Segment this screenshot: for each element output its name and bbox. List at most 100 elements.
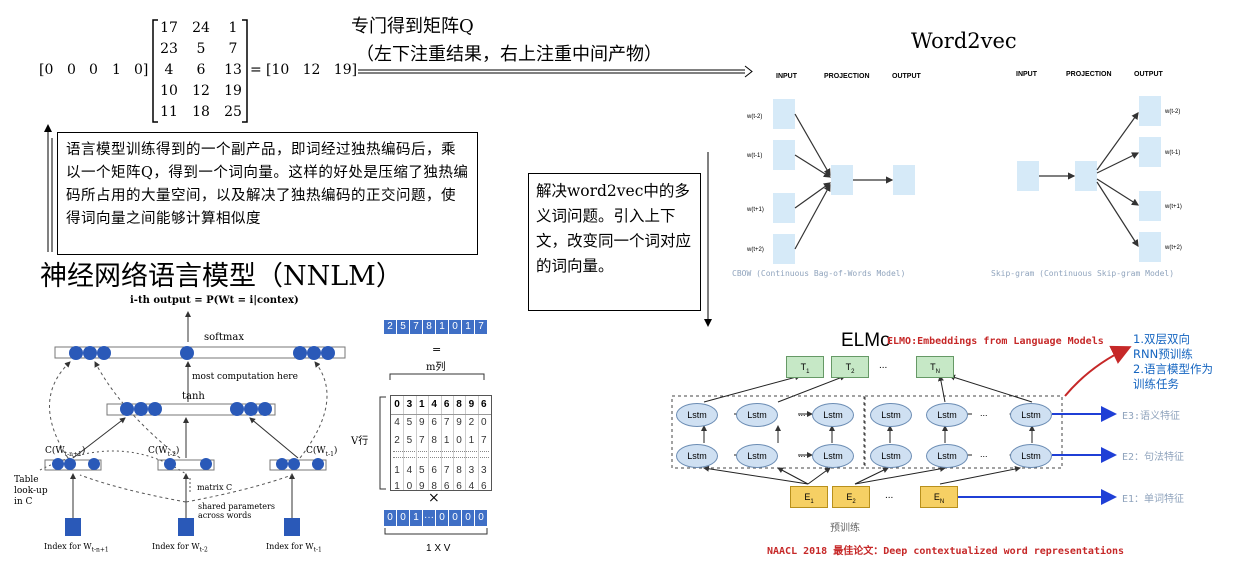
cbow-header-input: INPUT [776, 73, 797, 80]
matrix-row-cell: 4 [468, 481, 475, 492]
cbow-header-projection: PROJECTION [824, 73, 870, 80]
matrix-row-cell: 1 [394, 465, 400, 476]
c-node [64, 458, 76, 470]
one-hot-vector-3: 1 [112, 62, 121, 78]
matrix-grid-line [428, 396, 430, 490]
v-bracket [379, 396, 386, 490]
arrow-label-title: 专门得到矩阵Q [351, 16, 474, 37]
sg-output-box [1139, 96, 1161, 126]
top-vector-cell: 8 [422, 319, 436, 335]
matrix-header-cell: 9 [468, 399, 475, 410]
sg-output-label: w(t+2) [1165, 245, 1182, 251]
matrix-row-cell: 9 [419, 481, 425, 492]
matrix-row-cell: 4 [406, 465, 413, 476]
c-label-3: C(Wt-1) [306, 446, 338, 458]
index-label-3: Index for Wt-1 [266, 542, 322, 554]
sg-output-box [1139, 232, 1161, 262]
m-bracket [389, 373, 485, 380]
cbow-input-box [773, 140, 795, 170]
matrix-header-cell: 8 [456, 399, 462, 410]
word2vec-diagram: INPUT PROJECTION OUTPUT INPUT PROJECTION… [730, 65, 1210, 285]
one-hot-vector-0: [0 [39, 62, 54, 78]
matrix-row-cell: 1 [468, 435, 475, 446]
elmo-right-notes: 1.双层双向 RNN预训练 2.语言模型作为 训练任务 [1133, 332, 1213, 391]
word2vec-note-text: 解决word2vec中的多义词问题。引入上下文，改变同一个词对应的词向量。 [536, 182, 692, 275]
most-computation-label: most computation here [192, 372, 298, 382]
matrix-cell: 18 [192, 104, 210, 120]
matrix-cell: 13 [224, 62, 242, 78]
top-vector-cell: 1 [461, 319, 475, 335]
matrix-grid-line [465, 396, 467, 490]
lstm-forward-bottom: Lstm [676, 444, 718, 468]
tanh-node [244, 402, 258, 416]
bottom-bracket [384, 528, 488, 535]
cbow-input-label: w(t+2) [747, 247, 764, 253]
matrix-header-cell: 6 [443, 399, 450, 410]
lstm-backward-bottom: Lstm [1010, 444, 1052, 468]
bottom-vector-cell: 0 [396, 509, 410, 527]
c-node [88, 458, 100, 470]
nnlm-lines [39, 311, 346, 536]
lstm-dots: ... [980, 408, 988, 418]
tanh-node [148, 402, 162, 416]
lstm-backward-top: Lstm [926, 403, 968, 427]
matrix-row-cell: 8 [431, 481, 437, 492]
matrix-cell: 25 [224, 104, 242, 120]
nnlm-diagram: i-th output = P(Wt = i|contex) [0, 290, 380, 567]
nnlm-title: 神经网络语言模型（NNLM） [40, 261, 403, 292]
top-vector-cell: 5 [396, 319, 410, 335]
cbow-header-output: OUTPUT [892, 73, 921, 80]
matrix-row-cell: 5 [406, 435, 413, 446]
matrix-row-cell: 2 [468, 417, 475, 428]
matrix-row-cell: 7 [443, 465, 450, 476]
sg-header-projection: PROJECTION [1066, 71, 1112, 78]
sg-projection-box [1075, 161, 1097, 191]
matrix-row-cell: 5 [406, 417, 413, 428]
feature-e2: E2：句法特征 [1122, 452, 1185, 463]
top-vector-cell: 1 [435, 319, 449, 335]
cbow-input-box [773, 234, 795, 264]
top-vector-cell: 7 [474, 319, 488, 335]
sg-output-box [1139, 191, 1161, 221]
cbow-projection-box [831, 165, 853, 195]
elmo-e1: E1 [790, 486, 828, 508]
elmo-footer: NAACL 2018 最佳论文：Deep contextualized word… [767, 546, 1125, 557]
matrix-cell: 12 [192, 83, 210, 99]
softmax-label: softmax [204, 332, 244, 343]
matrix-row-cell: 6 [456, 481, 462, 492]
output-formula: i-th output = P(Wt = i|contex) [130, 295, 299, 306]
bottom-vector-cell: 0 [461, 509, 475, 527]
top-vector-cell: 0 [448, 319, 462, 335]
matrix-grid-line [440, 396, 442, 490]
matrix-cell: 17 [160, 20, 178, 36]
softmax-node [97, 346, 111, 360]
word2vec-note-box: 解决word2vec中的多义词问题。引入上下文，改变同一个词对应的词向量。 [528, 173, 701, 311]
matrix-row-cell: 1 [443, 435, 450, 446]
elmo-tn: TN [916, 356, 954, 378]
m-label: m列 [426, 362, 446, 373]
bottom-vector-cell: 0 [383, 509, 397, 527]
matrix-header-cell: 0 [394, 399, 400, 410]
lstm-dots: ... [980, 449, 988, 459]
c-label-2: C(Wt-2) [148, 446, 180, 458]
cbow-caption: CBOW (Continuous Bag-of-Words Model) [732, 269, 906, 278]
matrix-row-cell: 0 [406, 481, 413, 492]
one-hot-vector-4: 0] [134, 62, 149, 78]
elmo-en: EN [920, 486, 958, 508]
matrix-row-cell: 0 [481, 417, 487, 428]
matrix-cell: 1 [228, 20, 238, 36]
cbow-input-box [773, 193, 795, 223]
lstm-forward-top: Lstm [812, 403, 854, 427]
lstm-backward-bottom: Lstm [926, 444, 968, 468]
elmo-title: ELMo [841, 330, 891, 351]
one-hot-vector-1: 0 [67, 62, 76, 78]
lstm-dots: ... [798, 449, 806, 459]
sg-header-input: INPUT [1016, 71, 1037, 78]
matrix-row-cell: 6 [481, 481, 487, 492]
